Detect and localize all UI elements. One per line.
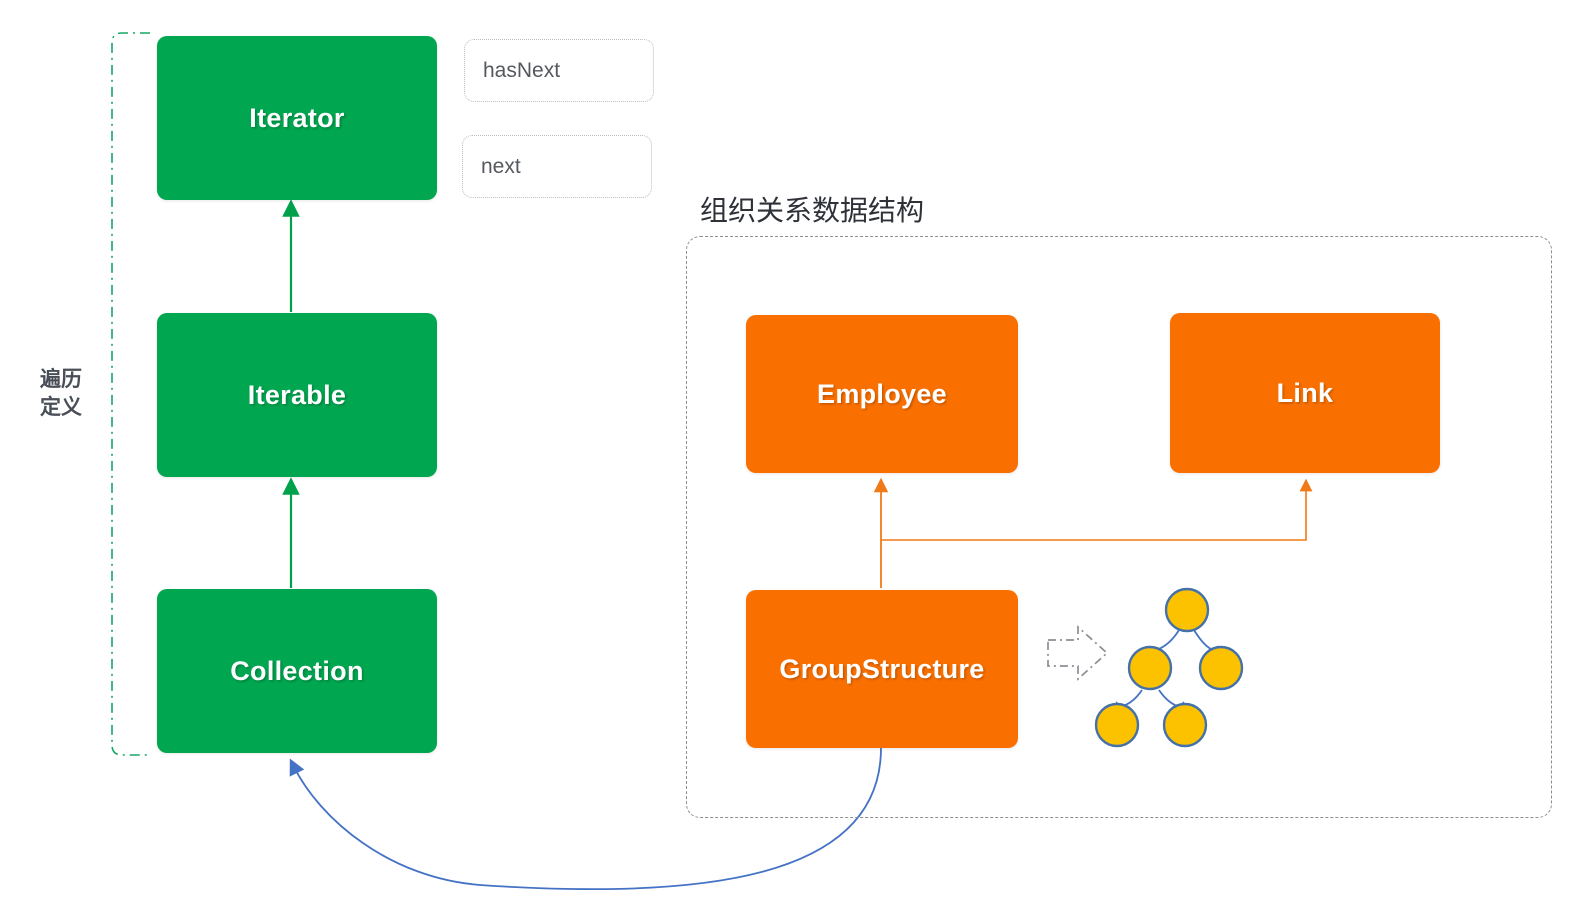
org-group-container <box>686 236 1552 818</box>
traversal-group-label-line2: 定义 <box>40 395 82 420</box>
node-groupstructure-label: GroupStructure <box>779 653 985 684</box>
node-collection[interactable]: Collection <box>157 589 437 753</box>
org-section-title: 组织关系数据结构 <box>700 194 925 227</box>
traversal-group-label-line1: 遍历 <box>40 367 82 391</box>
method-hasnext-label: hasNext <box>483 58 561 82</box>
node-iterator-label: Iterator <box>249 102 345 133</box>
node-collection-label: Collection <box>230 655 364 686</box>
traversal-group-label: 遍历 定义 <box>40 365 106 422</box>
method-next-label: next <box>481 154 521 178</box>
node-link-label: Link <box>1276 377 1334 408</box>
method-box-next[interactable]: next <box>462 135 652 198</box>
method-box-hasnext[interactable]: hasNext <box>464 39 654 102</box>
node-employee[interactable]: Employee <box>746 315 1018 473</box>
node-employee-label: Employee <box>817 378 947 409</box>
node-iterator[interactable]: Iterator <box>157 36 437 200</box>
node-iterable-label: Iterable <box>247 379 347 410</box>
node-iterable[interactable]: Iterable <box>157 313 437 477</box>
node-groupstructure[interactable]: GroupStructure <box>746 590 1018 748</box>
traversal-group-bracket <box>111 32 150 756</box>
node-link[interactable]: Link <box>1170 313 1440 473</box>
